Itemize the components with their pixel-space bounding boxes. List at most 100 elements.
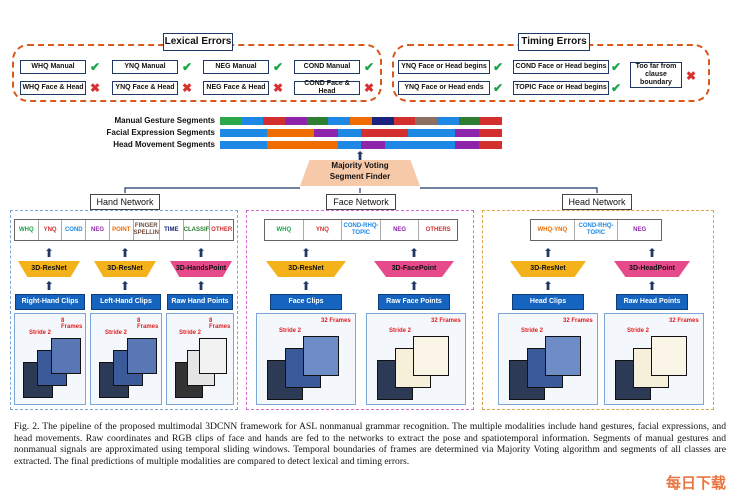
manual-segment bbox=[263, 117, 286, 125]
up-arrow-icon: ⬆ bbox=[542, 246, 554, 260]
check-icon: ✔ bbox=[363, 60, 375, 74]
raw-hand-points: Raw Hand Points bbox=[167, 294, 233, 310]
manual-segment bbox=[350, 117, 372, 125]
manual-segment bbox=[241, 117, 264, 125]
figure-caption: Fig. 2. The pipeline of the proposed mul… bbox=[14, 421, 726, 467]
hand-class-label: TIME bbox=[160, 220, 184, 240]
raw-face-frames: Stride 2 32 Frames bbox=[366, 313, 466, 405]
manual-segment bbox=[393, 117, 416, 125]
topic-begins: TOPIC Face or Head begins bbox=[513, 81, 609, 95]
face-clips: Face Clips bbox=[270, 294, 342, 310]
majority-voting-line1: Majority Voting bbox=[331, 161, 389, 170]
face-frames: Stride 2 32 Frames bbox=[256, 313, 356, 405]
facial-segment bbox=[384, 129, 408, 137]
manual-segments-bar bbox=[220, 117, 502, 125]
check-icon: ✔ bbox=[610, 60, 622, 74]
hand-class-label: NEG bbox=[86, 220, 110, 240]
facial-segments-label: Facial Expression Segments bbox=[106, 128, 216, 137]
manual-segment bbox=[436, 117, 459, 125]
raw-head-points: Raw Head Points bbox=[616, 294, 688, 310]
ynq-face-head: YNQ Face & Head bbox=[112, 81, 178, 95]
head-segment bbox=[408, 141, 432, 149]
head-segment bbox=[431, 141, 455, 149]
left-hand-clips: Left-Hand Clips bbox=[91, 294, 161, 310]
cross-icon: ✖ bbox=[89, 81, 101, 95]
head-frames: Stride 2 32 Frames bbox=[498, 313, 598, 405]
cond-face-head: COND Face & Head bbox=[294, 80, 360, 95]
cond-manual: COND Manual bbox=[294, 60, 360, 74]
up-arrow-icon: ⬆ bbox=[195, 279, 207, 293]
face-class-label: YNQ bbox=[304, 220, 343, 240]
head-segments-bar bbox=[220, 141, 502, 149]
hand-class-label: OTHER bbox=[211, 226, 233, 233]
frames-label: 32 Frames bbox=[431, 318, 461, 324]
head-segment bbox=[290, 141, 314, 149]
head-class-label: NEG bbox=[633, 226, 647, 233]
head-segments-label: Head Movement Segments bbox=[113, 140, 215, 149]
frames-label: 8 Frames bbox=[137, 318, 159, 330]
manual-segment bbox=[458, 117, 481, 125]
up-arrow-icon: ⬆ bbox=[408, 246, 420, 260]
facial-segment bbox=[455, 129, 479, 137]
up-arrow-icon: ⬆ bbox=[43, 246, 55, 260]
cross-icon: ✖ bbox=[272, 81, 284, 95]
stride-label: Stride 2 bbox=[29, 330, 52, 336]
facial-segment bbox=[408, 129, 432, 137]
ynq-begins: YNQ Face or Head begins bbox=[398, 60, 490, 74]
head-segment bbox=[220, 141, 244, 149]
face-class-label: COND-RHQ-TOPIC bbox=[342, 220, 381, 240]
frames-label: 8 Frames bbox=[209, 318, 231, 330]
left-hand-frames: Stride 2 8 Frames bbox=[90, 313, 162, 405]
stride-label: Stride 2 bbox=[389, 328, 412, 334]
ynq-ends: YNQ Face or Head ends bbox=[398, 81, 490, 95]
up-arrow-icon: ⬆ bbox=[646, 279, 658, 293]
hand-model-1: 3D-ResNet bbox=[18, 261, 80, 277]
hand-class-label: POINT bbox=[110, 220, 134, 240]
check-icon: ✔ bbox=[89, 60, 101, 74]
facial-segments-bar bbox=[220, 129, 502, 137]
head-model-1: 3D-ResNet bbox=[510, 261, 586, 277]
manual-segment bbox=[371, 117, 394, 125]
face-network-title: Face Network bbox=[326, 194, 396, 210]
face-network-box bbox=[246, 210, 474, 410]
facial-segment bbox=[243, 129, 267, 137]
frames-label: 32 Frames bbox=[669, 318, 699, 324]
check-icon: ✔ bbox=[492, 81, 504, 95]
up-arrow-icon: ⬆ bbox=[300, 246, 312, 260]
head-model-2: 3D-HeadPoint bbox=[614, 261, 690, 277]
ynq-manual: YNQ Manual bbox=[112, 60, 178, 74]
majority-voting-box bbox=[300, 160, 420, 186]
majority-voting-line2: Segment Finder bbox=[329, 172, 391, 181]
check-icon: ✔ bbox=[181, 60, 193, 74]
head-class-label: WHQ-YNQ bbox=[531, 220, 575, 240]
up-arrow-icon: ⬆ bbox=[408, 279, 420, 293]
raw-face-points: Raw Face Points bbox=[378, 294, 450, 310]
head-segment bbox=[361, 141, 385, 149]
facial-segment bbox=[290, 129, 314, 137]
hand-network-box bbox=[10, 210, 238, 410]
stride-label: Stride 2 bbox=[627, 328, 650, 334]
check-icon: ✔ bbox=[272, 60, 284, 74]
neg-face-head: NEG Face & Head bbox=[203, 81, 269, 95]
whq-face-head: WHQ Face & Head bbox=[20, 81, 86, 95]
up-arrow-icon: ⬆ bbox=[300, 279, 312, 293]
head-clips: Head Clips bbox=[512, 294, 584, 310]
hand-class-label: YNQ bbox=[39, 220, 63, 240]
facial-segment bbox=[361, 129, 385, 137]
hand-class-label: FINGER SPELLIN bbox=[134, 220, 160, 240]
head-class-label: COND-RHQ-TOPIC bbox=[575, 220, 619, 240]
manual-segment bbox=[306, 117, 329, 125]
hand-class-label: CLASSIF bbox=[184, 220, 211, 240]
head-segment bbox=[478, 141, 502, 149]
frames-label: 32 Frames bbox=[321, 318, 351, 324]
hand-class-label: WHQ bbox=[15, 220, 39, 240]
head-segment bbox=[384, 141, 408, 149]
right-hand-clips: Right-Hand Clips bbox=[15, 294, 85, 310]
neg-manual: NEG Manual bbox=[203, 60, 269, 74]
facial-segment bbox=[478, 129, 502, 137]
cross-icon: ✖ bbox=[181, 81, 193, 95]
facial-segment bbox=[337, 129, 361, 137]
